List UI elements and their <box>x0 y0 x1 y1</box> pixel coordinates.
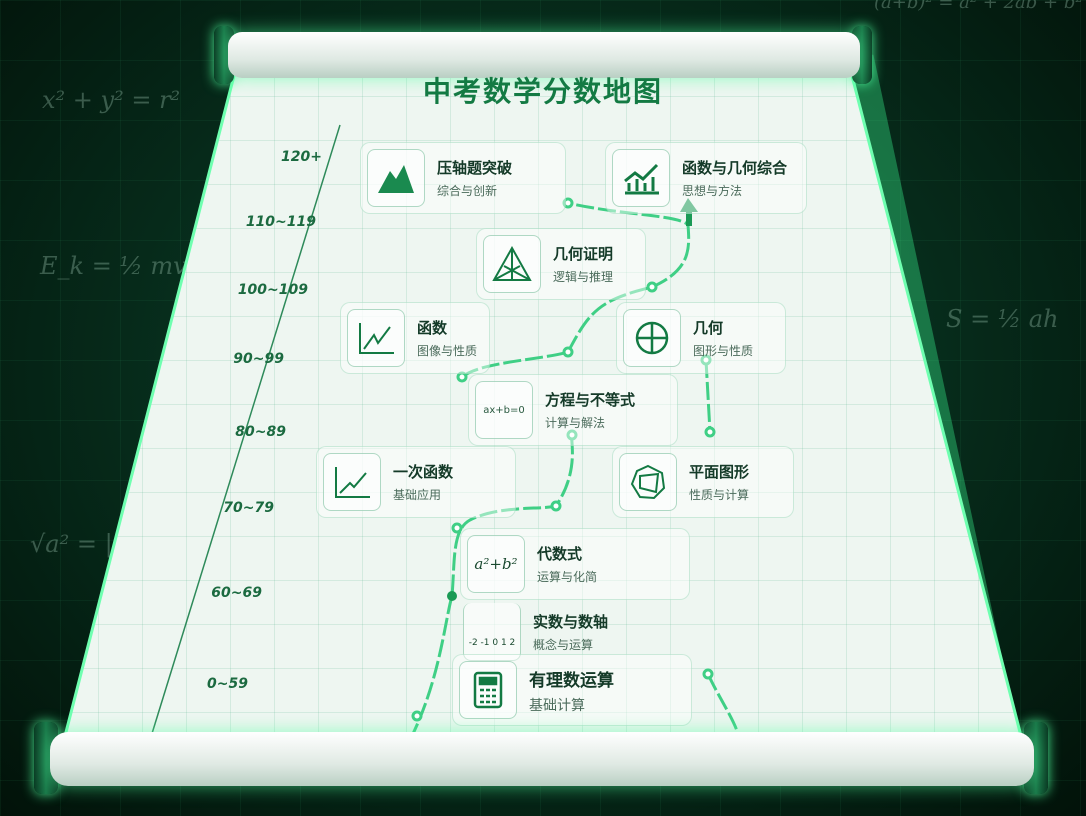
triangle-icon <box>483 235 541 293</box>
node-title: 几何 <box>693 319 724 337</box>
score-tick-100: 100~109 <box>237 282 308 298</box>
mountain-icon <box>367 149 425 207</box>
growth-chart-icon <box>612 149 670 207</box>
node-card[interactable]: 一次函数基础应用 <box>316 446 516 518</box>
node-card[interactable]: 平面图形性质与计算 <box>612 446 794 518</box>
node-title: 有理数运算 <box>529 670 614 691</box>
algebra-icon: a²+b² <box>467 535 525 593</box>
polygon-icon <box>619 453 677 511</box>
node-card[interactable]: 几何图形与性质 <box>616 302 786 374</box>
node-card[interactable]: 有理数运算基础计算 <box>452 654 692 726</box>
node-card[interactable]: 压轴题突破综合与创新 <box>360 142 566 214</box>
score-tick-120-plus: 120+ <box>281 149 322 165</box>
node-card[interactable]: -2 -1 0 1 2 实数与数轴概念与运算 <box>456 596 676 668</box>
node-subtitle: 思想与方法 <box>682 184 743 198</box>
circle-cross-icon <box>623 309 681 367</box>
score-tick-90: 90~99 <box>233 351 284 367</box>
score-tick-80: 80~89 <box>235 424 286 440</box>
formula-binomial: (a+b)² = a² + 2ab + b² <box>874 0 1083 13</box>
node-card[interactable]: 函数图像与性质 <box>340 302 490 374</box>
score-tick-0: 0~59 <box>207 676 248 692</box>
number-line-icon: -2 -1 0 1 2 <box>463 603 521 661</box>
equation-icon: ax+b=0 <box>475 381 533 439</box>
score-tick-60: 60~69 <box>211 585 262 601</box>
line-graph-icon <box>323 453 381 511</box>
node-title: 函数 <box>417 319 448 337</box>
node-card[interactable]: ax+b=0 方程与不等式计算与解法 <box>468 374 678 446</box>
node-subtitle: 基础计算 <box>529 697 585 714</box>
node-card[interactable]: 函数与几何综合思想与方法 <box>605 142 807 214</box>
node-title: 一次函数 <box>393 463 454 481</box>
node-title: 方程与不等式 <box>545 391 636 409</box>
node-subtitle: 性质与计算 <box>689 488 750 502</box>
node-subtitle: 概念与运算 <box>533 638 594 652</box>
top-roller <box>228 32 860 78</box>
node-title: 代数式 <box>537 545 583 563</box>
graph-icon <box>347 309 405 367</box>
calculator-icon <box>459 661 517 719</box>
node-title: 实数与数轴 <box>533 613 609 631</box>
node-title: 函数与几何综合 <box>682 159 788 177</box>
node-card[interactable]: a²+b² 代数式运算与化简 <box>460 528 690 600</box>
score-tick-70: 70~79 <box>223 500 274 516</box>
bottom-roller <box>50 732 1034 786</box>
page-title: 中考数学分数地图 <box>422 75 663 108</box>
node-subtitle: 图形与性质 <box>693 344 754 358</box>
node-card[interactable]: 几何证明逻辑与推理 <box>476 228 646 300</box>
node-title: 平面图形 <box>689 463 750 481</box>
node-subtitle: 图像与性质 <box>417 344 478 358</box>
node-subtitle: 计算与解法 <box>545 416 606 430</box>
node-subtitle: 运算与化简 <box>537 570 598 584</box>
node-subtitle: 综合与创新 <box>437 184 498 198</box>
node-title: 几何证明 <box>553 245 614 263</box>
node-subtitle: 逻辑与推理 <box>553 270 614 284</box>
node-title: 压轴题突破 <box>437 159 513 177</box>
node-subtitle: 基础应用 <box>393 488 442 502</box>
score-tick-110: 110~119 <box>245 214 316 230</box>
